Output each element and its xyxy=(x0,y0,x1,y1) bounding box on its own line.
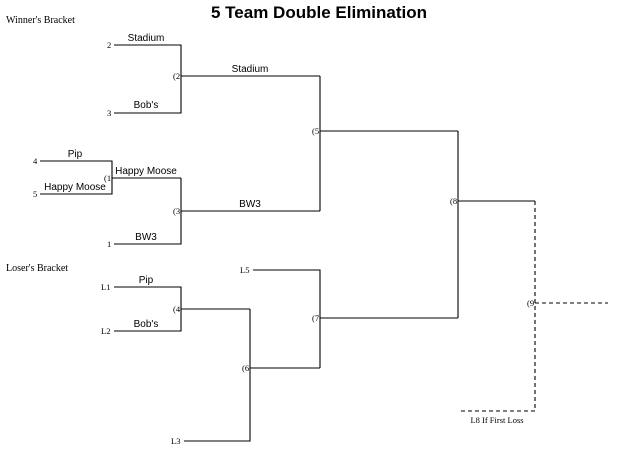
game-label-1: (1 xyxy=(104,173,111,183)
winners-bracket-lines xyxy=(40,44,535,318)
game2-bracket xyxy=(114,44,182,114)
seed-4: 4 xyxy=(33,156,38,166)
game6-bracket xyxy=(184,309,251,442)
game9-bracket xyxy=(460,201,536,412)
team-stadium-round1: Stadium xyxy=(128,33,165,44)
team-stadium-round2: Stadium xyxy=(232,64,269,75)
seed-l1: L1 xyxy=(101,282,110,292)
game-label-3: (3 xyxy=(173,206,180,216)
seed-l5: L5 xyxy=(240,265,249,275)
team-pip-round1: Pip xyxy=(68,149,83,160)
seed-3: 3 xyxy=(107,108,111,118)
team-pip-losers: Pip xyxy=(139,275,154,286)
losers-bracket-lines xyxy=(114,269,458,442)
game-label-8: (8 xyxy=(450,196,457,206)
team-bw3-round2: BW3 xyxy=(239,199,261,210)
team-bobs-losers: Bob's xyxy=(134,319,159,330)
team-bw3-round1: BW3 xyxy=(135,232,157,243)
l8-if-first-loss-note: L8 If First Loss xyxy=(470,415,523,425)
game-label-4: (4 xyxy=(173,304,181,314)
seed-l2: L2 xyxy=(101,326,110,336)
winners-bracket-label: Winner's Bracket xyxy=(6,15,75,26)
seed-1: 1 xyxy=(107,239,111,249)
game-label-2: (2 xyxy=(173,71,180,81)
seed-2: 2 xyxy=(107,40,111,50)
seed-l3: L3 xyxy=(171,436,180,446)
team-happy-moose-round1: Happy Moose xyxy=(44,182,106,193)
seed-5: 5 xyxy=(33,189,37,199)
team-bobs-round1: Bob's xyxy=(134,100,159,111)
losers-bracket-label: Loser's Bracket xyxy=(6,263,68,274)
game-label-5: (5 xyxy=(312,126,319,136)
game-label-7: (7 xyxy=(312,313,319,323)
page-title: 5 Team Double Elimination xyxy=(211,3,427,22)
game7-bracket xyxy=(253,269,321,368)
game9-lines xyxy=(460,201,608,412)
game-label-6: (6 xyxy=(242,363,249,373)
game-label-9: (9 xyxy=(527,298,534,308)
game3-bracket xyxy=(114,178,182,245)
team-happy-moose-round2: Happy Moose xyxy=(115,166,177,177)
